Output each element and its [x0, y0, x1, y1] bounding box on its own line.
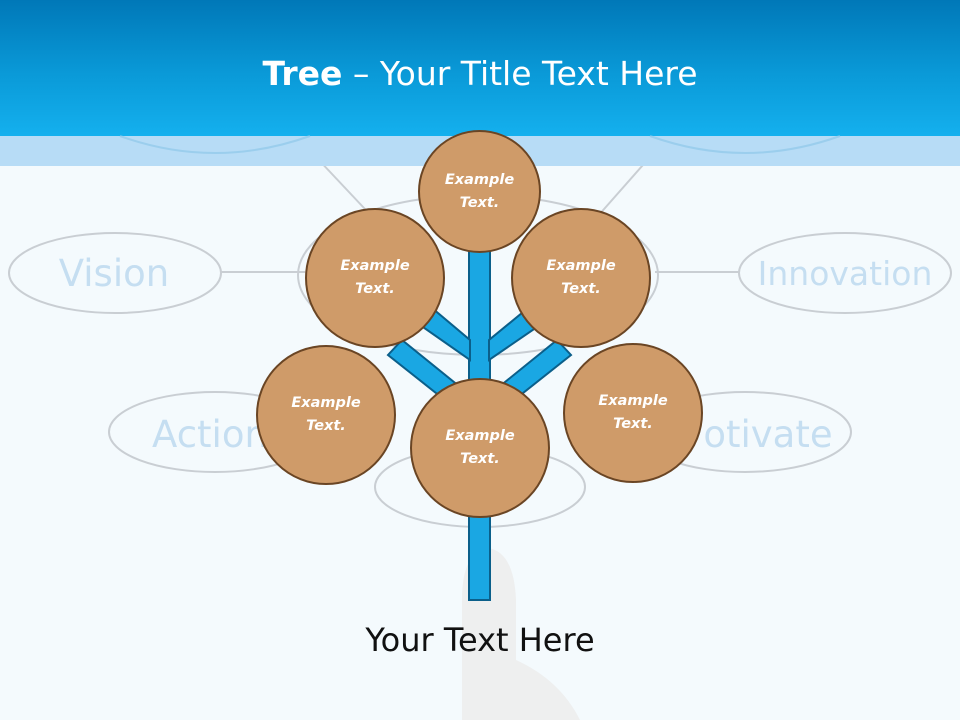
innovation-text: Innovation — [758, 254, 933, 293]
motivate-text: otivate — [703, 413, 832, 456]
title-bar — [0, 0, 960, 136]
title-bold: Tree — [262, 54, 343, 93]
caption-text: Your Text Here — [365, 621, 595, 659]
header-faint-lines — [119, 135, 841, 154]
vision-ellipse — [8, 232, 222, 314]
action-text: Action — [152, 413, 268, 456]
innovation-ellipse — [738, 232, 952, 314]
finger-silhouette — [462, 548, 580, 720]
slide-title: Tree – Your Title Text Here — [0, 52, 960, 96]
vision-text: Vision — [59, 252, 169, 295]
title-rest: – Your Title Text Here — [342, 54, 698, 93]
